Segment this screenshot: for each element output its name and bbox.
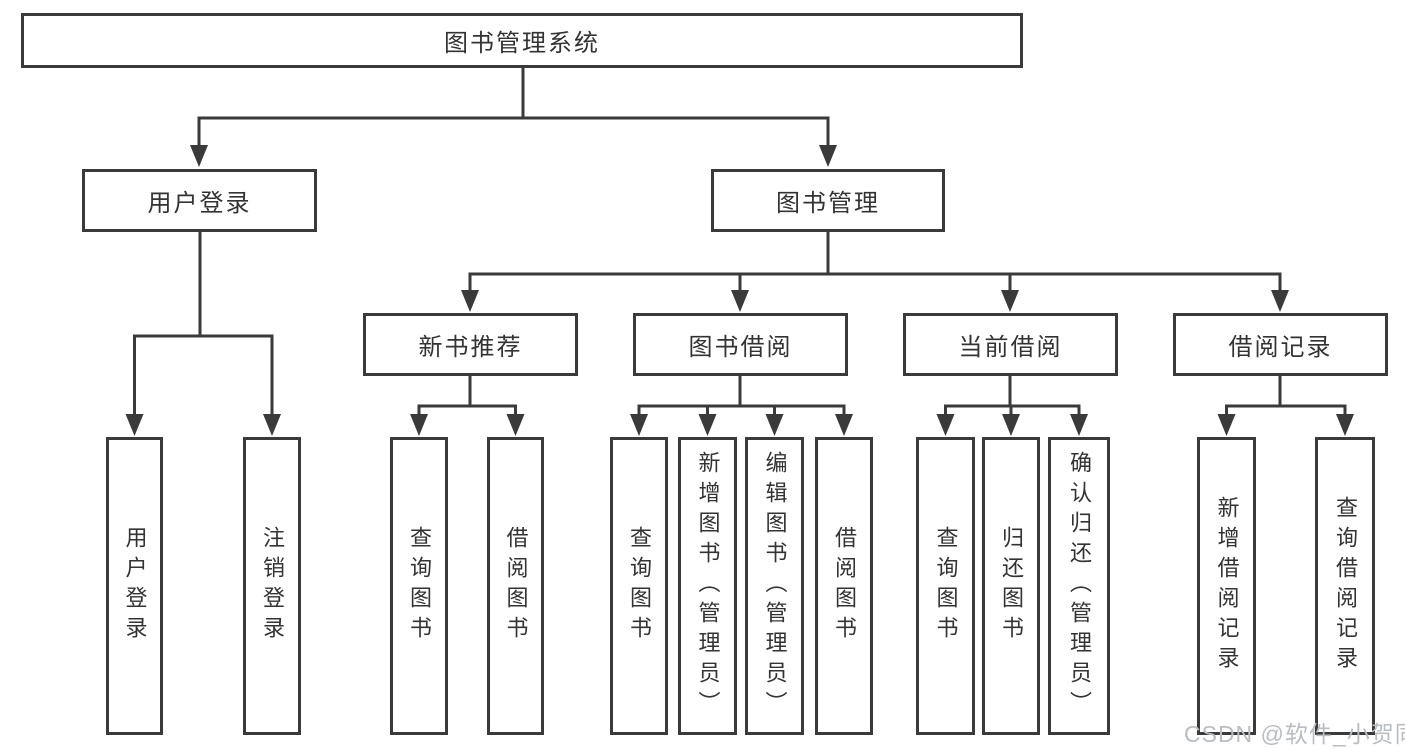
node-root-label: 图书管理系统 [444, 30, 600, 57]
leaf-current-return-book-label: 归还图书 [999, 526, 1024, 646]
leaf-records-add-borrow-record: 新增借阅记录 [1197, 437, 1256, 735]
leaf-newbook-borrow-book-label: 借阅图书 [503, 526, 529, 646]
node-user-login-label: 用户登录 [147, 190, 252, 217]
node-user-login: 用户登录 [82, 169, 317, 232]
watermark-text: CSDN @软件_小贺同学 [1184, 721, 1405, 747]
node-book-management-label: 图书管理 [776, 190, 880, 217]
leaf-borrow-add-book-admin-label: 新增图书（管理员） [695, 451, 721, 721]
leaf-records-add-borrow-record-label: 新增借阅记录 [1214, 496, 1240, 676]
leaf-current-confirm-return-admin: 确认归还（管理员） [1048, 437, 1110, 735]
node-book-borrowing: 图书借阅 [633, 313, 848, 376]
node-borrowing-records: 借阅记录 [1173, 313, 1388, 376]
leaf-current-query-book-label: 查询图书 [933, 526, 959, 646]
node-root: 图书管理系统 [21, 13, 1023, 68]
node-current-borrowing: 当前借阅 [903, 313, 1118, 376]
leaf-current-return-book: 归还图书 [982, 437, 1040, 735]
node-new-book-recommendation-label: 新书推荐 [418, 334, 523, 361]
node-book-management: 图书管理 [711, 169, 945, 232]
leaf-borrow-borrow-book: 借阅图书 [815, 437, 873, 735]
leaf-newbook-query-book: 查询图书 [390, 437, 448, 735]
leaf-borrow-query-book-label: 查询图书 [627, 526, 652, 646]
leaf-newbook-query-book-label: 查询图书 [407, 526, 432, 646]
node-new-book-recommendation: 新书推荐 [363, 313, 578, 376]
leaf-borrow-add-book-admin: 新增图书（管理员） [678, 437, 737, 735]
leaf-newbook-borrow-book: 借阅图书 [487, 437, 544, 735]
leaf-logout: 注销登录 [243, 437, 301, 735]
leaf-records-query-borrow-record-label: 查询借阅记录 [1333, 496, 1358, 676]
leaf-current-query-book: 查询图书 [916, 437, 975, 735]
leaf-logout-label: 注销登录 [260, 526, 285, 646]
leaf-records-query-borrow-record: 查询借阅记录 [1315, 437, 1375, 735]
leaf-current-confirm-return-admin-label: 确认归还（管理员） [1067, 451, 1092, 721]
node-borrowing-records-label: 借阅记录 [1228, 334, 1333, 361]
leaf-borrow-edit-book-admin: 编辑图书（管理员） [745, 437, 804, 735]
leaf-borrow-edit-book-admin-label: 编辑图书（管理员） [762, 451, 788, 721]
leaf-borrow-query-book: 查询图书 [610, 437, 668, 735]
leaf-user-login-label: 用户登录 [122, 526, 148, 646]
leaf-user-login: 用户登录 [106, 437, 163, 735]
leaf-borrow-borrow-book-label: 借阅图书 [832, 526, 857, 646]
node-current-borrowing-label: 当前借阅 [958, 334, 1063, 361]
node-book-borrowing-label: 图书借阅 [688, 334, 793, 361]
